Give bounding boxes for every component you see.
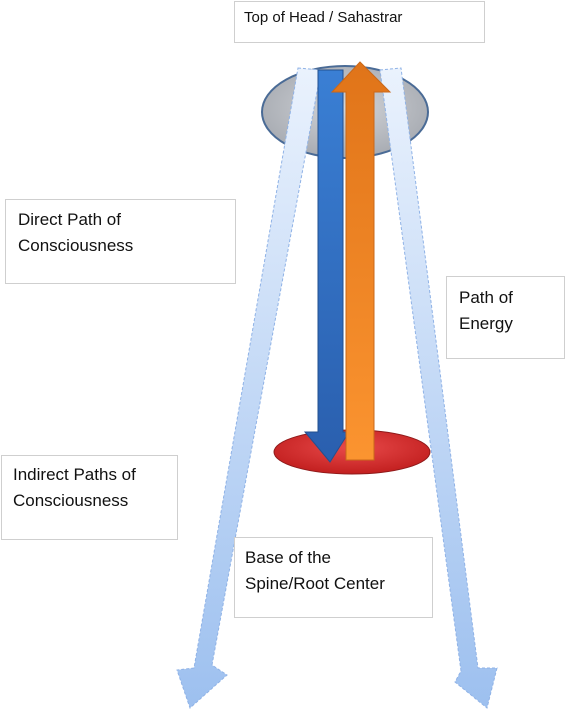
label-direct-path: Direct Path of Consciousness (5, 199, 236, 284)
indirect-path-arrow-right (379, 67, 498, 709)
label-top-of-head: Top of Head / Sahastrar (234, 1, 485, 43)
label-base-of-spine: Base of the Spine/Root Center (234, 537, 433, 618)
energy-path-arrow (330, 61, 392, 461)
label-indirect-paths: Indirect Paths of Consciousness (1, 455, 178, 540)
label-path-of-energy: Path of Energy (446, 276, 565, 359)
indirect-path-arrow-left (176, 67, 322, 709)
direct-path-arrow (303, 69, 350, 463)
